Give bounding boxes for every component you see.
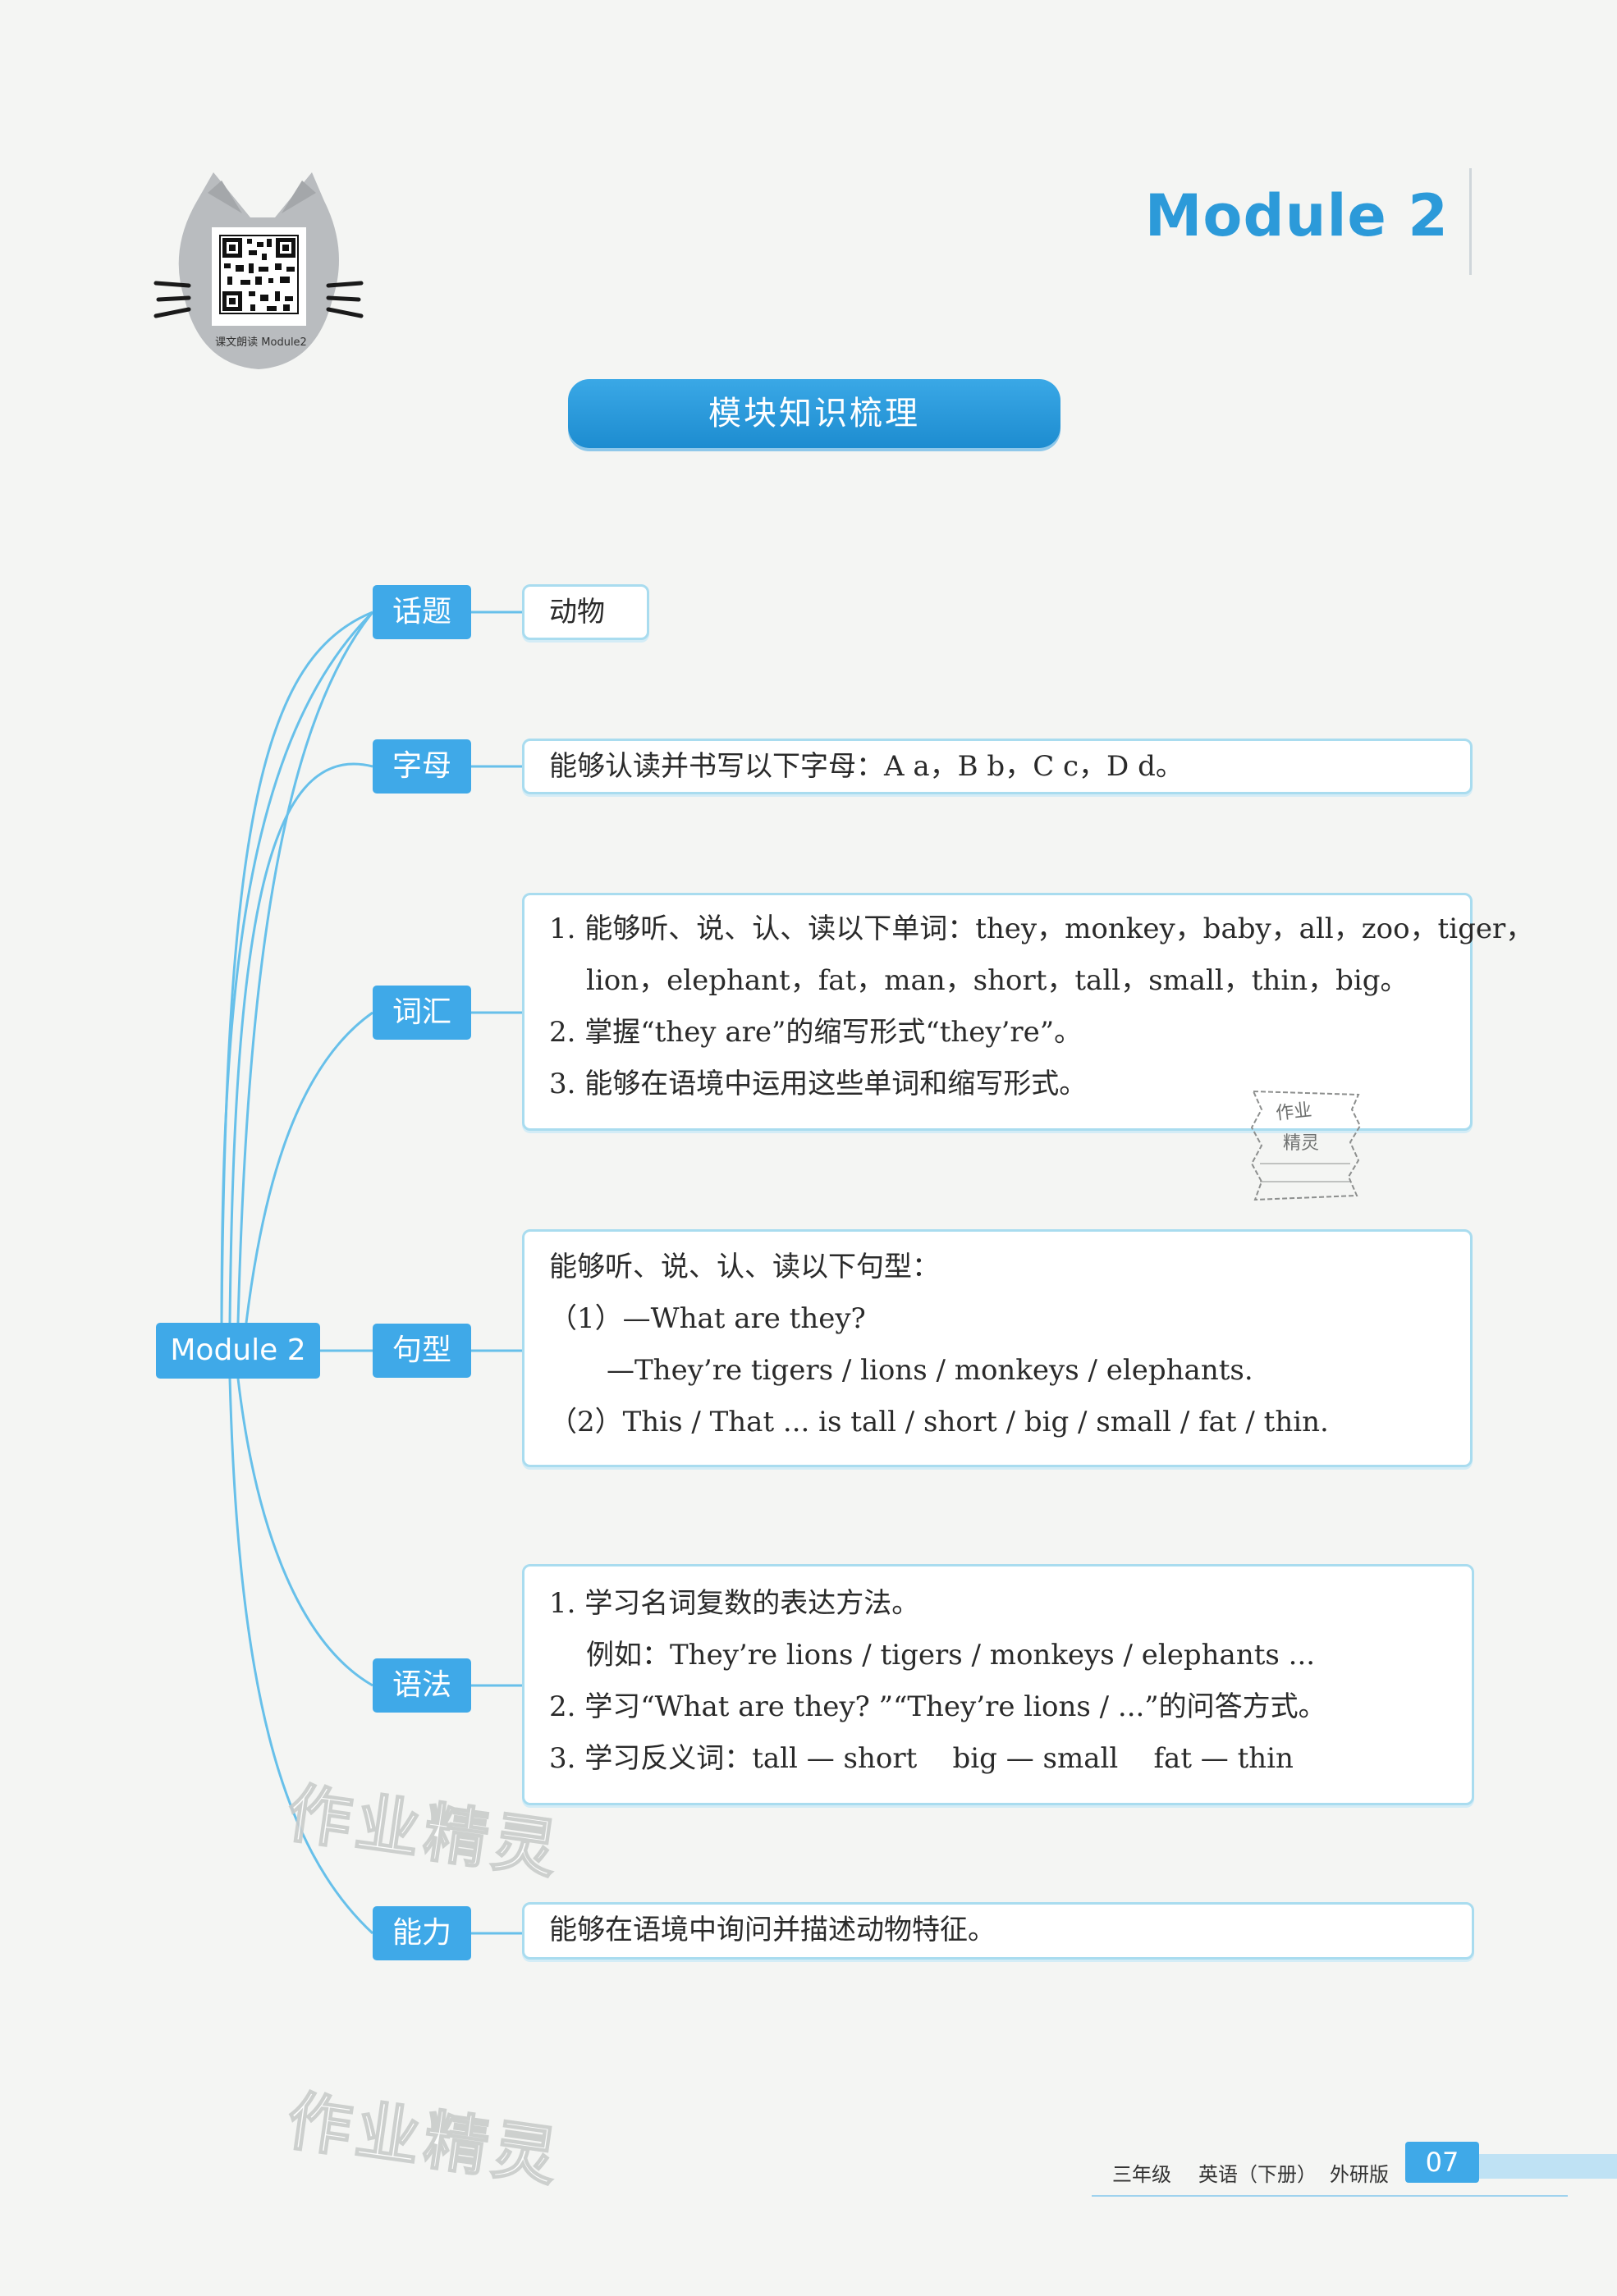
topic-text: 动物	[549, 596, 605, 629]
mindmap-root: Module 2	[156, 1323, 320, 1379]
footer-edition: 外研版	[1330, 2163, 1389, 2186]
title-divider	[1469, 168, 1472, 275]
box-vocabulary: 1. 能够听、说、认、读以下单词：they，monkey，baby，all，zo…	[522, 893, 1534, 1131]
sentence-line-4: （2）This / That ... is tall / short / big…	[549, 1406, 1329, 1438]
vocab-line-1: 1. 能够听、说、认、读以下单词：they，monkey，baby，all，zo…	[549, 912, 1534, 945]
branch-vocabulary: 词汇	[373, 986, 471, 1040]
footer-subject: 英语（下册）	[1198, 2163, 1317, 2186]
branch-grammar: 语法	[373, 1658, 471, 1713]
branch-letters: 字母	[373, 739, 471, 794]
sentence-line-2: （1）—What are they?	[549, 1302, 866, 1335]
sentence-line-1: 能够听、说、认、读以下句型：	[549, 1251, 940, 1283]
box-topic: 动物	[522, 584, 649, 640]
module-title: Module 2	[1144, 182, 1449, 249]
vocab-line-2: lion，elephant，fat，man，short，tall，small，t…	[586, 964, 1409, 997]
grammar-line-1: 1. 学习名词复数的表达方法。	[549, 1587, 920, 1620]
grammar-line-2: 例如：They’re lions / tigers / monkeys / el…	[586, 1639, 1316, 1672]
box-letters: 能够认读并书写以下字母：A a，B b，C c，D d。	[522, 739, 1473, 794]
footer-rule	[1092, 2195, 1568, 2197]
qr-caption: 课文朗读 Module2	[215, 336, 307, 349]
sentence-line-3: —They’re tigers / lions / monkeys / elep…	[607, 1354, 1253, 1387]
vocab-line-3: 2. 掌握“they are”的缩写形式“they’re”。	[549, 1016, 1083, 1049]
footer-accent-bar	[1477, 2154, 1617, 2179]
letters-text: 能够认读并书写以下字母：A a，B b，C c，D d。	[549, 750, 1184, 783]
section-banner: 模块知识梳理	[568, 379, 1060, 448]
branch-topic: 话题	[373, 585, 471, 639]
svg-text:作业: 作业	[1275, 1100, 1312, 1124]
svg-text:精灵: 精灵	[1283, 1133, 1319, 1154]
branch-ability: 能力	[373, 1906, 471, 1960]
stamp-logo: 作业 精灵	[1250, 1090, 1362, 1201]
footer-grade: 三年级	[1112, 2163, 1171, 2186]
box-sentences: 能够听、说、认、读以下句型： （1）—What are they? —They’…	[522, 1229, 1473, 1467]
box-grammar: 1. 学习名词复数的表达方法。 例如：They’re lions / tiger…	[522, 1564, 1474, 1805]
qr-code-cat-icon[interactable]	[152, 168, 365, 382]
ability-text: 能够在语境中询问并描述动物特征。	[549, 1914, 996, 1946]
vocab-line-4: 3. 能够在语境中运用这些单词和缩写形式。	[549, 1068, 1088, 1100]
grammar-line-4: 3. 学习反义词：tall — short big — small fat — …	[549, 1742, 1294, 1775]
page-number: 07	[1405, 2142, 1479, 2183]
box-ability: 能够在语境中询问并描述动物特征。	[522, 1902, 1474, 1960]
branch-sentences: 句型	[373, 1324, 471, 1378]
grammar-line-3: 2. 学习“What are they? ”“They’re lions / .…	[549, 1690, 1326, 1723]
